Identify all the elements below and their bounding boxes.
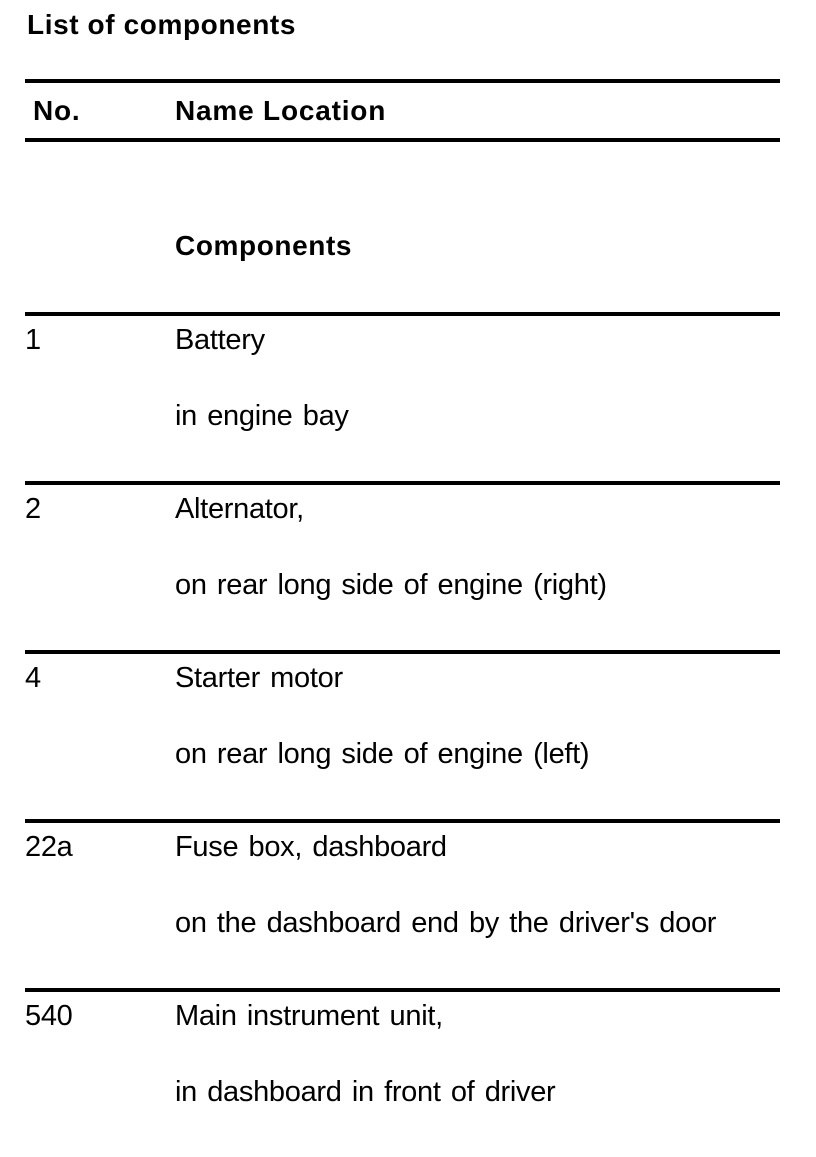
table-row: 1 Battery in engine bay <box>25 314 780 483</box>
table-header: No. Name Location <box>25 81 780 140</box>
row-details: Battery in engine bay <box>175 314 780 483</box>
document-page: List of components No. Name Location Com… <box>25 9 780 1108</box>
row-details: Alternator, on rear long side of engine … <box>175 483 780 652</box>
table-body: Components 1 Battery in engine bay 2 Alt… <box>25 140 780 1157</box>
component-location: in engine bay <box>175 400 349 432</box>
component-name: Main instrument unit, <box>175 1000 443 1032</box>
component-name: Fuse box, dashboard <box>175 831 447 863</box>
row-details: Main instrument unit, in dashboard in fr… <box>175 990 780 1157</box>
component-location: on rear long side of engine (left) <box>175 738 590 770</box>
component-name: Battery <box>175 324 265 356</box>
column-header-name-location: Name Location <box>175 95 387 126</box>
component-location: on rear long side of engine (right) <box>175 569 607 601</box>
row-number: 22a <box>25 831 73 863</box>
row-details: Fuse box, dashboard on the dashboard end… <box>175 821 780 990</box>
component-name: Alternator, <box>175 493 304 525</box>
component-location: in dashboard in front of driver <box>175 1076 556 1108</box>
row-number: 4 <box>25 662 41 694</box>
table-row: 4 Starter motor on rear long side of eng… <box>25 652 780 821</box>
components-table: No. Name Location Components 1 Battery i… <box>25 79 780 1157</box>
row-number: 540 <box>25 1000 73 1032</box>
row-number: 1 <box>25 324 41 356</box>
section-heading: Components <box>175 230 353 261</box>
header-row: No. Name Location <box>25 81 780 140</box>
table-row: 540 Main instrument unit, in dashboard i… <box>25 990 780 1157</box>
component-name: Starter motor <box>175 662 343 694</box>
table-row: 2 Alternator, on rear long side of engin… <box>25 483 780 652</box>
column-header-no: No. <box>33 95 81 126</box>
row-number: 2 <box>25 493 41 525</box>
table-row: 22a Fuse box, dashboard on the dashboard… <box>25 821 780 990</box>
page-title: List of components <box>27 9 297 40</box>
section-row: Components <box>25 140 780 314</box>
section-row-empty-cell <box>25 140 175 314</box>
component-location: on the dashboard end by the driver's doo… <box>175 907 717 939</box>
row-details: Starter motor on rear long side of engin… <box>175 652 780 821</box>
